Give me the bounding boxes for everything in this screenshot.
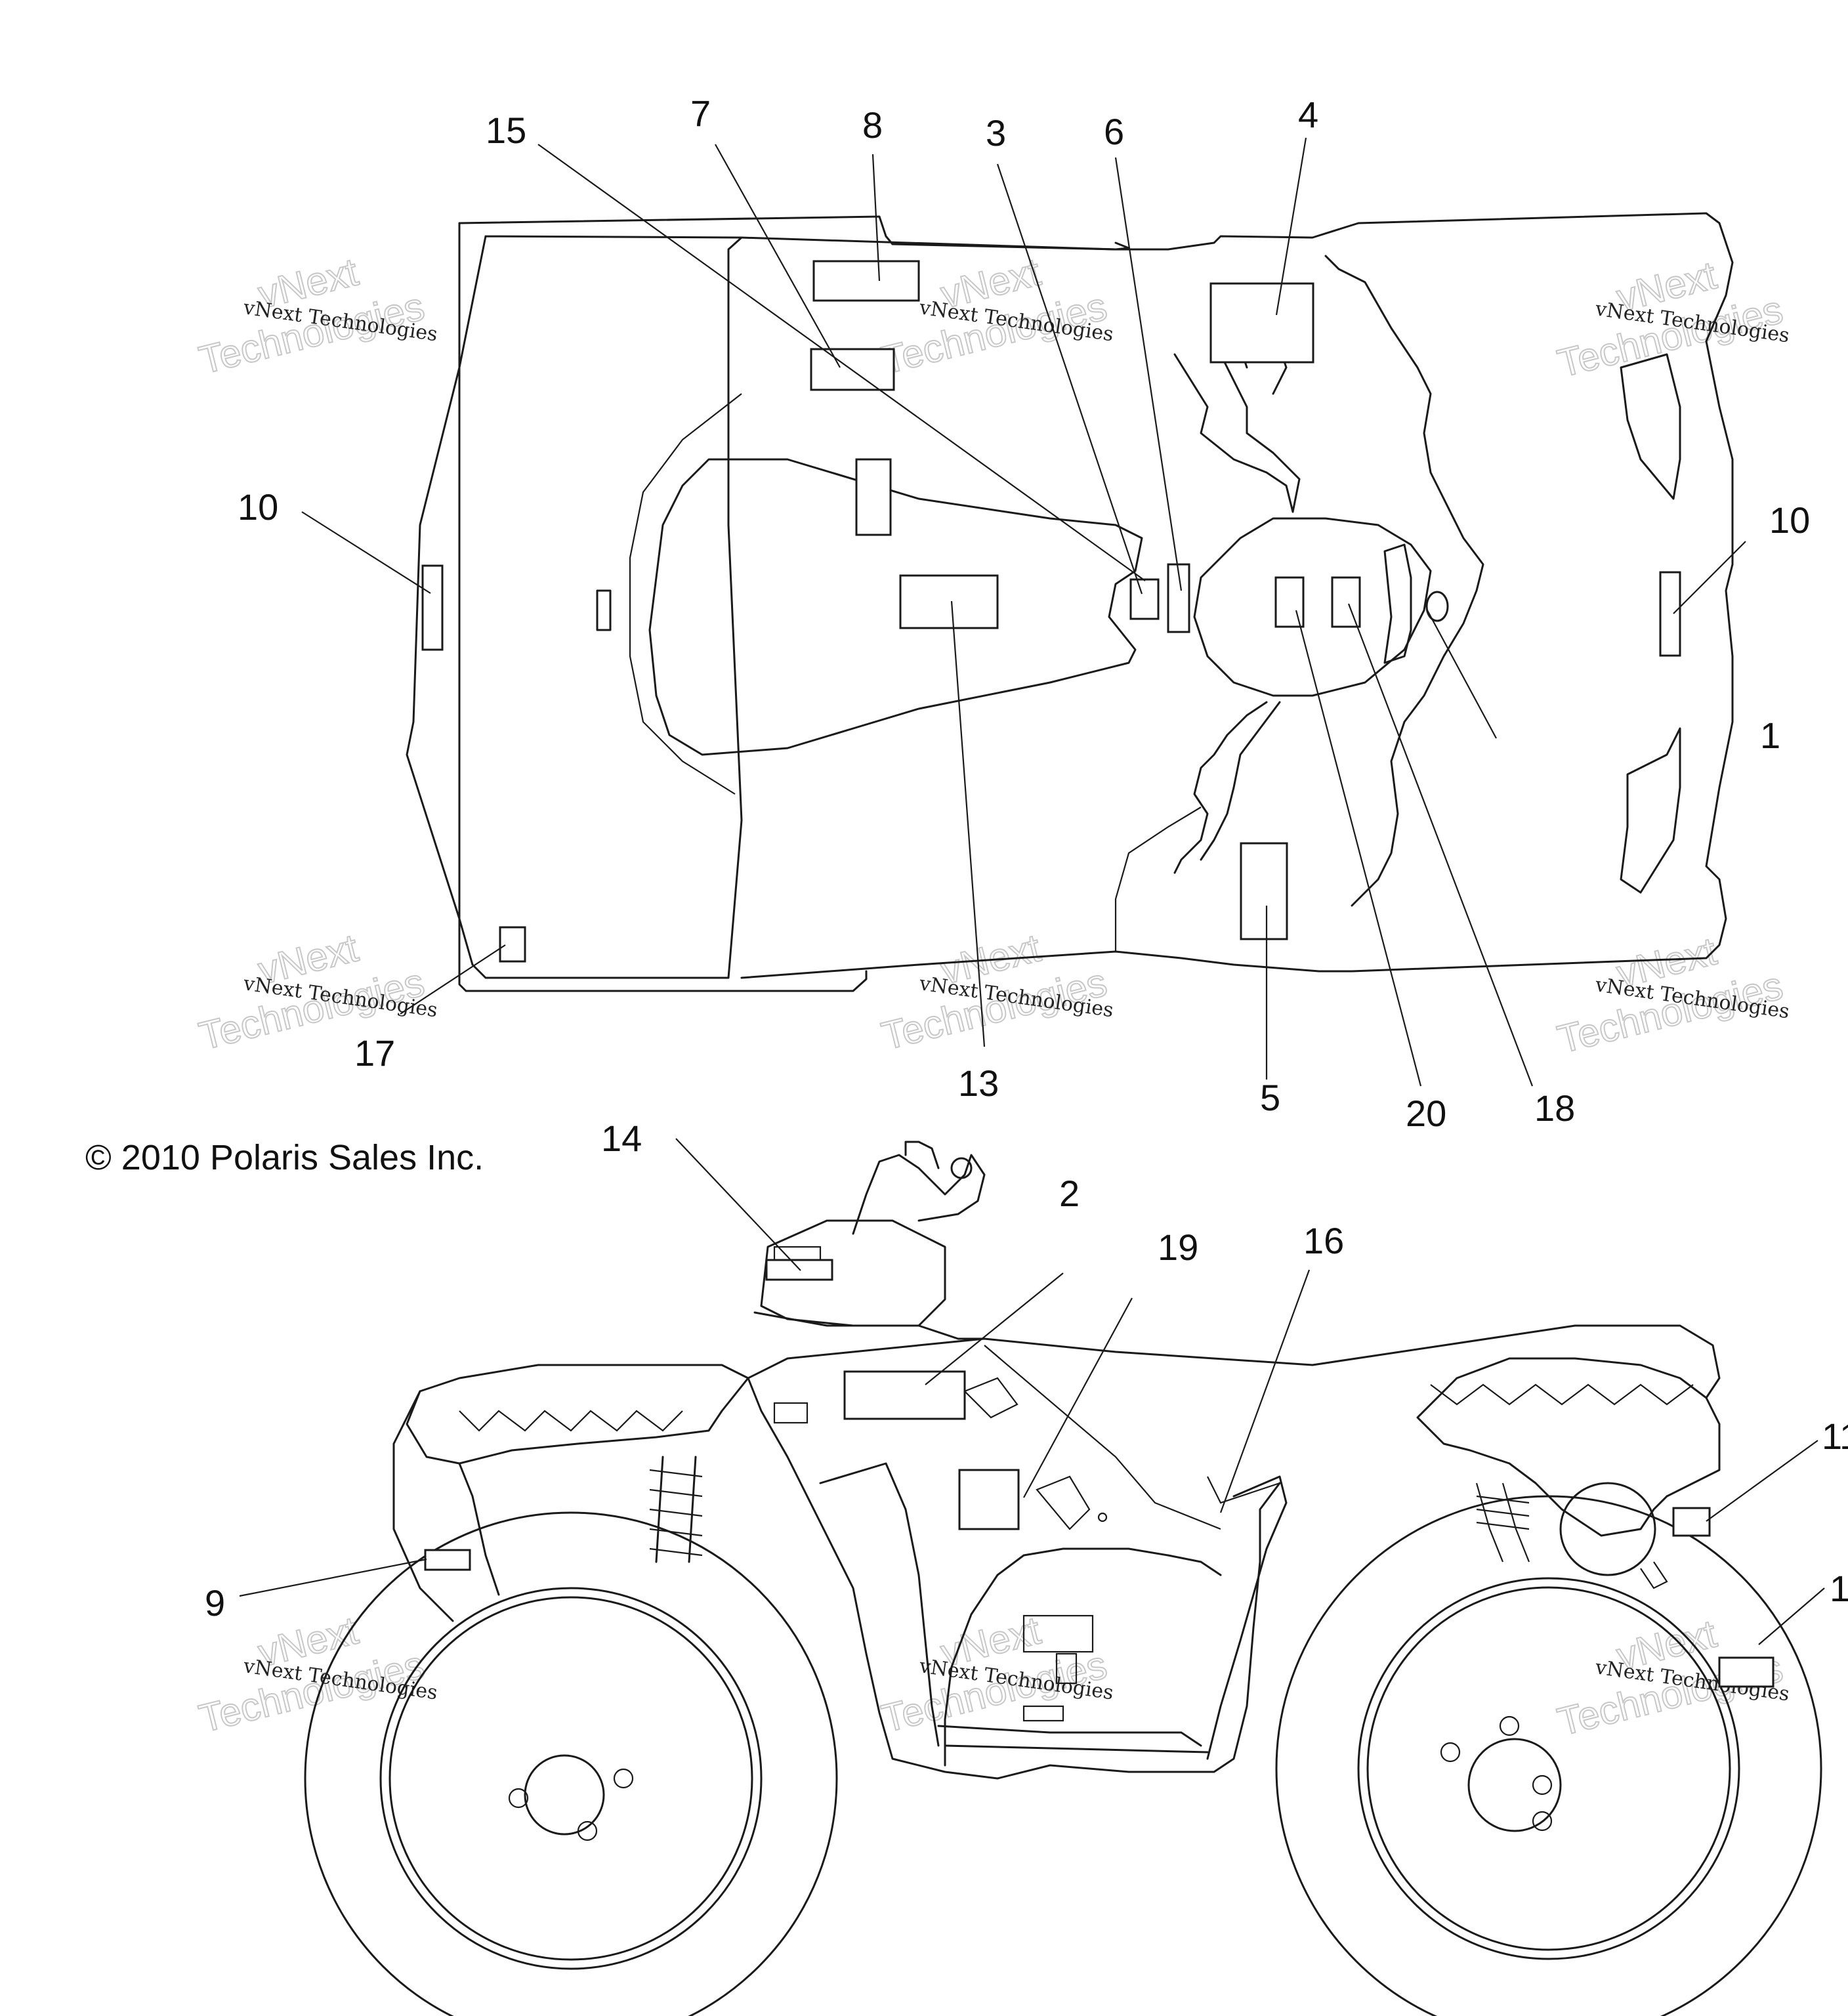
leader-lines [239, 137, 1825, 1645]
atv-top-view [406, 212, 1734, 992]
callout-5: 5 [1260, 1077, 1280, 1118]
decal-8 [812, 260, 920, 302]
decal-9 [424, 1549, 471, 1571]
callout-19: 19 [1158, 1227, 1198, 1268]
callout-18: 18 [1534, 1087, 1575, 1129]
callout-7: 7 [690, 93, 711, 134]
callout-8: 8 [862, 104, 883, 146]
atv-side-view [304, 1141, 1822, 2016]
watermark-top-right: Technologies vNext vNext Technologies [1553, 252, 1791, 386]
decal-17 [499, 926, 526, 963]
callout-13: 13 [958, 1062, 999, 1104]
watermark-top-left: Technologies vNext vNext Technologies [194, 249, 439, 383]
decal-18 [1331, 576, 1361, 628]
decal-12 [1718, 1656, 1774, 1688]
decal-10-right [1659, 571, 1681, 657]
watermark-bottom-left: Technologies vNext vNext Technologies [194, 1607, 439, 1741]
callout-16: 16 [1303, 1220, 1344, 1261]
callout-15: 15 [486, 110, 526, 151]
callout-10-left: 10 [238, 486, 278, 528]
decal-4 [1209, 282, 1314, 364]
callout-20: 20 [1406, 1093, 1446, 1134]
decal-2 [843, 1370, 966, 1420]
decal-10-left [421, 564, 444, 651]
callout-10-right: 10 [1769, 499, 1810, 541]
decal-5 [1240, 842, 1288, 940]
decal-3 [1129, 578, 1160, 620]
decal-11 [1672, 1507, 1711, 1537]
callout-12: 1 [1830, 1568, 1848, 1609]
callout-9: 9 [205, 1582, 225, 1624]
watermark-top-center: Technologies vNext vNext Technologies [877, 249, 1115, 383]
callout-6: 6 [1104, 111, 1124, 152]
watermark-mid-left: Technologies vNext vNext Technologies [194, 925, 439, 1059]
callout-2: 2 [1059, 1173, 1080, 1214]
callout-17: 17 [354, 1032, 395, 1074]
callout-1: 1 [1760, 715, 1780, 756]
decal-15 [855, 458, 892, 536]
watermark-mid-right: Technologies vNext vNext Technologies [1553, 928, 1791, 1062]
callout-labels: 1 2 3 4 5 6 7 8 9 10 10 11 1 13 14 15 16… [205, 93, 1848, 1624]
decal-19 [958, 1469, 1020, 1530]
decal-13 [899, 574, 999, 629]
watermark-mid-center: Technologies vNext vNext Technologies [877, 925, 1115, 1059]
callout-4: 4 [1298, 94, 1318, 135]
callout-14: 14 [601, 1118, 642, 1159]
callout-11: 11 [1822, 1416, 1848, 1457]
watermark-bottom-center: Technologies vNext vNext Technologies [877, 1607, 1115, 1741]
copyright-notice: © 2010 Polaris Sales Inc. [85, 1138, 484, 1177]
callout-3: 3 [986, 112, 1006, 154]
decal-7 [810, 348, 895, 391]
